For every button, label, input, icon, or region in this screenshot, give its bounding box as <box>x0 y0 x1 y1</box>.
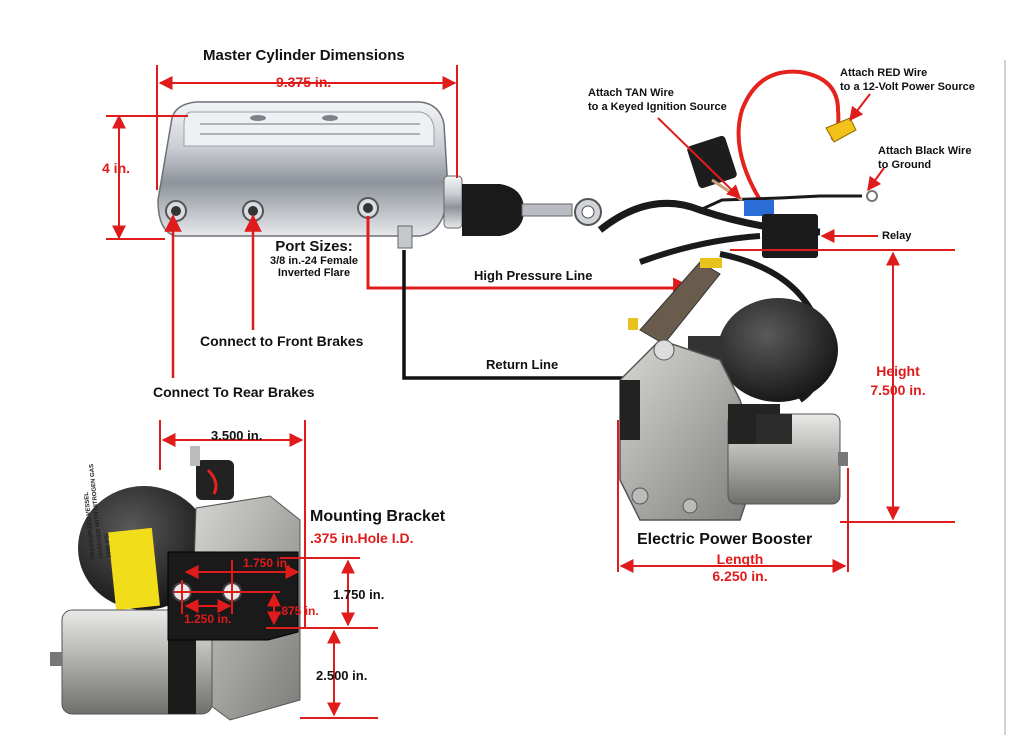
black-wire-leader <box>867 167 885 192</box>
booster-length-label: Length 6.250 in. <box>700 551 780 585</box>
bracket-width-label: 3.500 in. <box>211 428 263 443</box>
booster-height-label: Height 7.500 in. <box>866 362 930 400</box>
bracket-1750-outer-label: 1.750 in. <box>333 587 385 602</box>
tan-wire-line1: Attach TAN Wire <box>588 87 674 99</box>
black-wire-label: Attach Black Wire to Ground <box>878 144 971 172</box>
bracket-2500-label: 2.500 in. <box>316 668 368 683</box>
red-wire-leader <box>849 93 871 122</box>
port-sizes-title: Port Sizes: <box>275 238 353 255</box>
red-wire-line2: to a 12-Volt Power Source <box>840 81 975 93</box>
tan-wire-leader <box>657 117 742 199</box>
rear-brakes-label: Connect To Rear Brakes <box>153 384 315 400</box>
power-booster-image <box>619 258 848 521</box>
booster-height-caption: Height <box>876 363 920 379</box>
high-pressure-line-label: High Pressure Line <box>474 268 593 283</box>
hole-875-label: .875 in. <box>278 604 319 618</box>
red-wire-line1: Attach RED Wire <box>840 67 928 79</box>
booster-length-value: 6.250 in. <box>712 568 768 584</box>
relay-label: Relay <box>882 230 912 242</box>
mc-height-label: 4 in. <box>102 160 131 176</box>
black-wire-line2: to Ground <box>878 159 932 171</box>
hole-1750-inner-label: 1.750 in. <box>243 556 291 570</box>
front-brakes-label: Connect to Front Brakes <box>200 333 364 349</box>
hole-1250-label: 1.250 in. <box>184 612 232 626</box>
black-wire-line1: Attach Black Wire <box>878 145 972 157</box>
tan-wire-label: Attach TAN Wire to a Keyed Ignition Sour… <box>588 86 727 114</box>
port-sizes-line2: Inverted Flare <box>277 267 351 279</box>
booster-title: Electric Power Booster <box>637 531 813 548</box>
master-cylinder-image <box>157 101 602 249</box>
red-wire-label: Attach RED Wire to a 12-Volt Power Sourc… <box>840 66 975 94</box>
port-sizes-line1: 3/8 in.-24 Female <box>269 255 359 267</box>
booster-height-value: 7.500 in. <box>870 382 926 398</box>
master-cylinder-title: Master Cylinder Dimensions <box>203 47 405 64</box>
high-pressure-line <box>366 216 695 299</box>
mc-width-label: 9.375 in. <box>276 74 332 90</box>
booster-length-caption: Length <box>716 551 764 567</box>
return-line-label: Return Line <box>486 357 559 372</box>
tan-wire-line2: to a Keyed Ignition Source <box>588 101 727 113</box>
return-line <box>402 250 634 380</box>
bracket-hole-label: .375 in.Hole I.D. <box>310 530 414 546</box>
mounting-bracket-title: Mounting Bracket <box>310 508 446 525</box>
port-sizes-block: Port Sizes: 3/8 in.-24 Female Inverted F… <box>258 238 370 279</box>
